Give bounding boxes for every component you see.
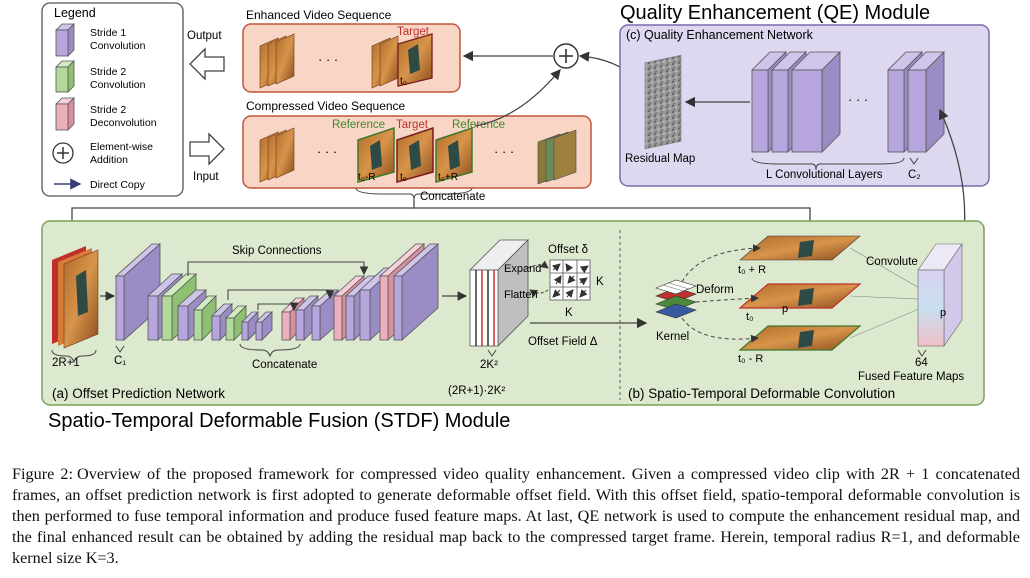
legend-item-2-l2: Convolution — [90, 79, 146, 91]
offset-k-right-label: K — [596, 276, 604, 288]
opn-2k2full-label: (2R+1)·2K² — [448, 385, 505, 397]
legend-item-4-l2: Addition — [90, 154, 128, 166]
convolute-label: Convolute — [866, 256, 918, 268]
output-label: Output — [187, 30, 222, 42]
deformed-frames — [738, 235, 862, 351]
stdc-p-label: p — [782, 303, 788, 315]
offset-expand-label: Expand — [504, 263, 541, 275]
input-arrow-icon — [189, 132, 225, 166]
opn-layers — [114, 243, 440, 341]
qe-layers-label: L Convolutional Layers — [766, 169, 883, 181]
compressed-dots-right: · · · — [494, 144, 514, 159]
stride2-deconv-swatch — [55, 97, 75, 131]
legend-item-4-l1: Element-wise — [90, 141, 153, 153]
enhanced-dots: · · · — [318, 52, 338, 67]
qe-module-title: Quality Enhancement (QE) Module — [620, 2, 930, 24]
stdc-tminus-label: t₀ - R — [738, 353, 763, 365]
stdc-tplus-label: t₀ + R — [738, 264, 766, 276]
qe-c2-label: C₂ — [908, 169, 921, 181]
offset-flatten-label: Flatten — [504, 289, 538, 301]
stride1-conv-swatch — [55, 23, 75, 57]
qe-network-title: (c) Quality Enhancement Network — [626, 28, 814, 42]
framework-diagram: Legend Stride 1 Convolution Str — [41, 2, 990, 432]
stdc-title: (b) Spatio-Temporal Deformable Convoluti… — [628, 386, 895, 401]
skip-connections-label: Skip Connections — [232, 245, 322, 257]
compressed-ref1-label: Reference — [332, 119, 385, 131]
compressed-frames — [259, 126, 577, 185]
qe-dots: · · · — [848, 92, 868, 107]
offset-field-label: Offset Field Δ — [528, 336, 598, 348]
svg-text:Stride 1 Convolution: Stride 1 Convolution Stride 2 Convolutio… — [90, 27, 159, 191]
deformable-kernel — [655, 279, 697, 319]
compressed-target-label: Target — [396, 119, 429, 131]
stdc-t0-label: t₀ — [746, 311, 754, 323]
offset-arrows — [552, 263, 589, 298]
residual-map-image — [644, 54, 682, 150]
fused-feature-map — [917, 243, 963, 347]
enhanced-title: Enhanced Video Sequence — [246, 8, 392, 22]
compressed-dots-left: · · · — [317, 144, 337, 159]
compressed-tminus-label: t₀-R — [358, 172, 375, 183]
stride2-conv-swatch — [55, 60, 75, 93]
opn-input-frames — [52, 246, 99, 349]
offset-delta-label: Offset δ — [548, 244, 588, 256]
compressed-t0-label: t₀ — [400, 172, 407, 183]
opn-concatenate-label: Concatenate — [252, 359, 317, 371]
input-label: Input — [193, 171, 219, 183]
compressed-tplus-label: t₀+R — [438, 172, 458, 183]
offset-k-bottom-label: K — [565, 307, 573, 319]
fused-label: Fused Feature Maps — [858, 371, 964, 383]
qe-conv-layers — [751, 51, 945, 153]
opn-title: (a) Offset Prediction Network — [52, 386, 225, 401]
legend-item-2-l1: Stride 2 — [90, 66, 126, 78]
stdc-p-right-label: p — [940, 307, 946, 319]
opn-frames-label: 2R+1 — [52, 357, 80, 369]
legend-item-3-l2: Deconvolution — [90, 117, 157, 129]
caption-text: Overview of the proposed framework for c… — [12, 465, 1021, 567]
opn-2k2-label: 2K² — [480, 359, 498, 371]
legend-item-5-l1: Direct Copy — [90, 179, 146, 191]
compressed-title: Compressed Video Sequence — [246, 99, 406, 113]
element-wise-addition-icon — [52, 142, 74, 164]
output-arrow-icon — [189, 47, 225, 81]
element-wise-addition-node — [553, 43, 579, 69]
legend: Legend Stride 1 Convolution Str — [41, 2, 184, 197]
kernel-label: Kernel — [656, 331, 689, 343]
qe-layers-bracket — [751, 157, 905, 171]
figure-caption: Figure 2:Overview of the proposed framew… — [12, 464, 1020, 569]
caption-label: Figure 2: — [12, 465, 74, 483]
stdf-title: Spatio-Temporal Deformable Fusion (STDF)… — [48, 410, 510, 432]
residual-map-label: Residual Map — [625, 153, 695, 165]
concatenate-top-label: Concatenate — [420, 191, 485, 203]
legend-title: Legend — [54, 6, 96, 20]
opn-c1-label: C₁ — [114, 355, 126, 367]
legend-item-3-l1: Stride 2 — [90, 104, 126, 116]
enhanced-frames — [259, 33, 433, 89]
enhanced-t0-label: t₀ — [400, 76, 407, 87]
legend-item-1-l2: Convolution — [90, 40, 146, 52]
enhanced-target-label: Target — [397, 26, 430, 38]
legend-item-1-l1: Stride 1 — [90, 27, 126, 39]
deform-label: Deform — [696, 284, 734, 296]
offset-tensor — [469, 239, 529, 347]
stdc-num-label: 64 — [915, 357, 928, 369]
